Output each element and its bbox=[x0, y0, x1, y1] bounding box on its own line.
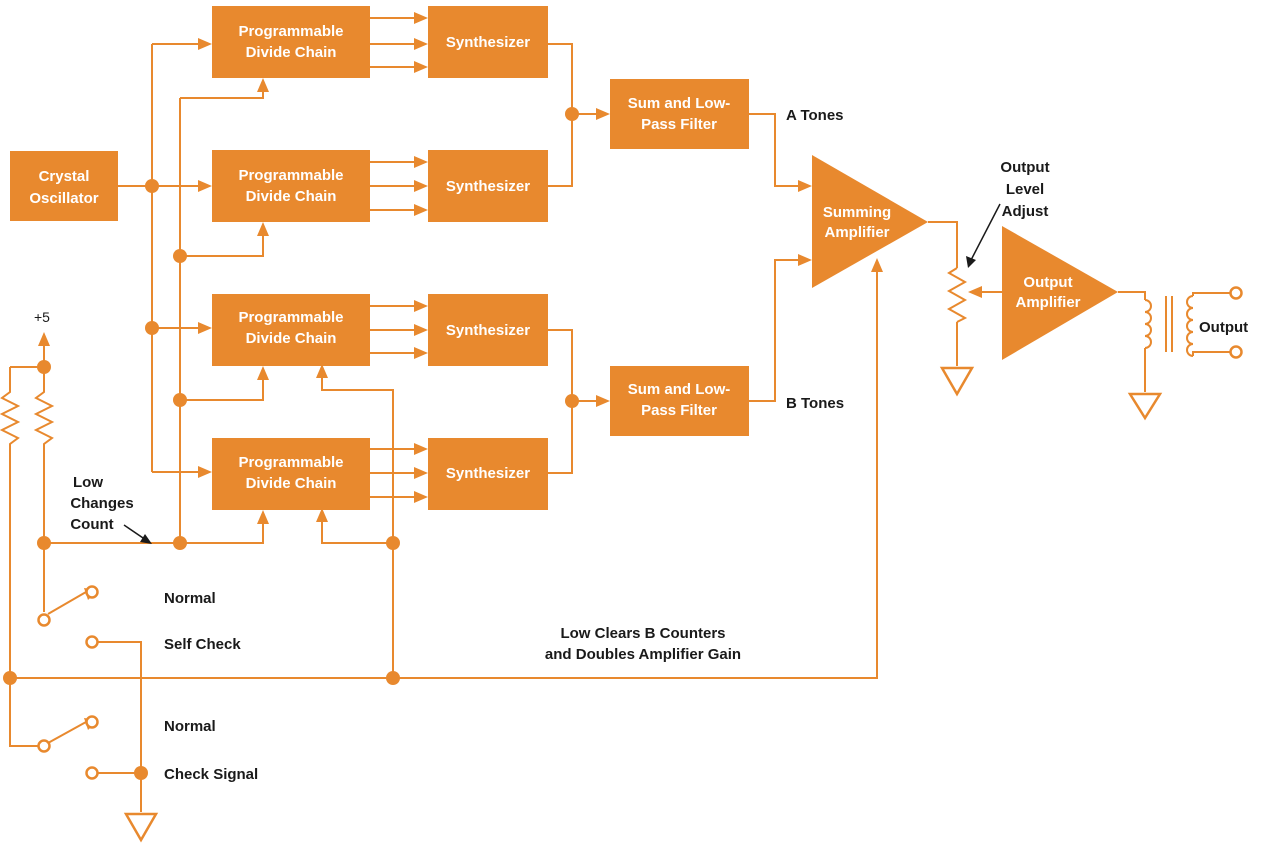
svg-text:Pass Filter: Pass Filter bbox=[641, 402, 717, 419]
svg-text:Divide Chain: Divide Chain bbox=[246, 44, 337, 61]
self-check-label: Self Check bbox=[164, 636, 241, 653]
svg-text:Summing: Summing bbox=[823, 204, 891, 221]
svg-text:Amplifier: Amplifier bbox=[824, 224, 889, 241]
svg-text:Output: Output bbox=[1023, 274, 1072, 291]
svg-text:Low: Low bbox=[73, 474, 103, 491]
svg-text:Adjust: Adjust bbox=[1002, 203, 1049, 220]
ground-icon bbox=[123, 812, 159, 843]
svg-text:Level: Level bbox=[1006, 181, 1044, 198]
svg-text:Divide Chain: Divide Chain bbox=[246, 188, 337, 205]
divide-chain-block-1: Programmable Divide Chain bbox=[212, 6, 370, 78]
check-signal-label: Check Signal bbox=[164, 766, 258, 783]
output-label: Output bbox=[1199, 319, 1248, 336]
ground-icon bbox=[1127, 392, 1163, 421]
junction-dots bbox=[3, 107, 579, 780]
svg-text:Programmable: Programmable bbox=[238, 454, 343, 471]
svg-text:Synthesizer: Synthesizer bbox=[446, 465, 530, 482]
crystal-oscillator-block: Crystal Oscillator bbox=[10, 151, 118, 221]
summing-amplifier: Summing Amplifier bbox=[812, 155, 928, 288]
svg-text:Count: Count bbox=[70, 516, 113, 533]
sum-filter-block-b: Sum and Low- Pass Filter bbox=[610, 366, 749, 436]
terminals bbox=[37, 286, 1243, 780]
svg-text:Synthesizer: Synthesizer bbox=[446, 34, 530, 51]
svg-text:Synthesizer: Synthesizer bbox=[446, 178, 530, 195]
svg-text:Pass Filter: Pass Filter bbox=[641, 116, 717, 133]
svg-text:Oscillator: Oscillator bbox=[29, 190, 98, 207]
low-clears-label: Low Clears B Counters and Doubles Amplif… bbox=[545, 625, 741, 663]
wires bbox=[0, 17, 1230, 812]
svg-text:Sum and Low-: Sum and Low- bbox=[628, 381, 731, 398]
ground-symbols bbox=[123, 366, 1163, 843]
svg-text:Output: Output bbox=[1000, 159, 1049, 176]
svg-text:Crystal: Crystal bbox=[39, 168, 90, 185]
divide-chain-block-3: Programmable Divide Chain bbox=[212, 294, 370, 366]
output-level-adjust-label: Output Level Adjust bbox=[966, 159, 1050, 268]
output-amplifier: Output Amplifier bbox=[1002, 226, 1118, 360]
synthesizer-block-3: Synthesizer bbox=[428, 294, 548, 366]
synthesizer-block-2: Synthesizer bbox=[428, 150, 548, 222]
svg-text:Changes: Changes bbox=[70, 495, 133, 512]
normal-label-2: Normal bbox=[164, 718, 216, 735]
svg-text:Low Clears B Counters: Low Clears B Counters bbox=[560, 625, 725, 642]
sum-filter-block-a: Sum and Low- Pass Filter bbox=[610, 79, 749, 149]
svg-text:Programmable: Programmable bbox=[238, 167, 343, 184]
divide-chain-block-4: Programmable Divide Chain bbox=[212, 438, 370, 510]
svg-text:Amplifier: Amplifier bbox=[1015, 294, 1080, 311]
svg-text:Programmable: Programmable bbox=[238, 23, 343, 40]
svg-text:Programmable: Programmable bbox=[238, 309, 343, 326]
divide-chain-block-2: Programmable Divide Chain bbox=[212, 150, 370, 222]
svg-text:Divide Chain: Divide Chain bbox=[246, 330, 337, 347]
plus5-label: +5 bbox=[34, 309, 50, 325]
b-tones-label: B Tones bbox=[786, 395, 844, 412]
synthesizer-block-1: Synthesizer bbox=[428, 6, 548, 78]
ground-icon bbox=[939, 366, 975, 397]
normal-label-1: Normal bbox=[164, 590, 216, 607]
svg-text:Synthesizer: Synthesizer bbox=[446, 322, 530, 339]
svg-text:Divide Chain: Divide Chain bbox=[246, 475, 337, 492]
svg-text:and Doubles Amplifier Gain: and Doubles Amplifier Gain bbox=[545, 646, 741, 663]
low-changes-count-label: Low Changes Count bbox=[70, 474, 152, 544]
synthesizer-block-4: Synthesizer bbox=[428, 438, 548, 510]
svg-text:Sum and Low-: Sum and Low- bbox=[628, 95, 731, 112]
a-tones-label: A Tones bbox=[786, 107, 844, 124]
